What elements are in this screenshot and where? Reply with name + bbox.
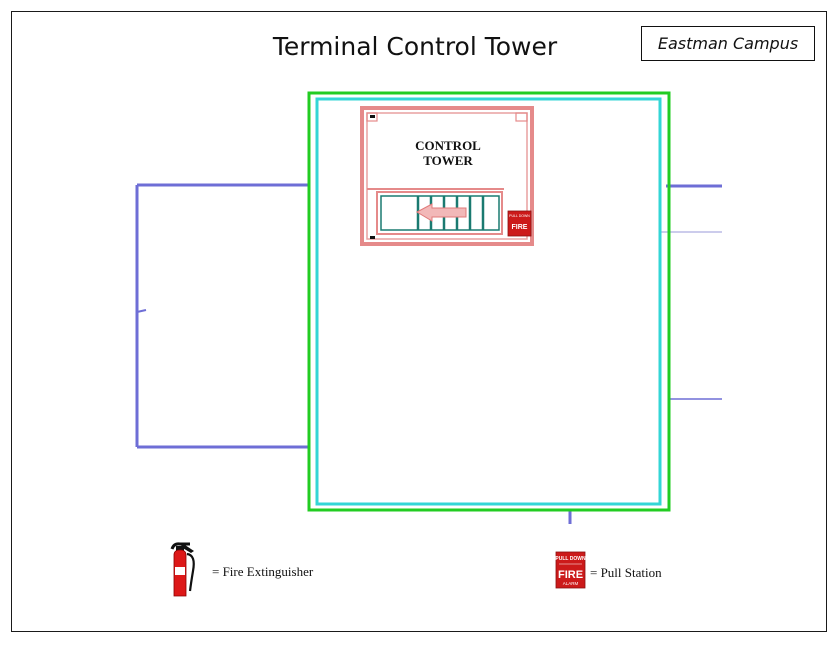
stair-direction-arrow-icon [415,203,467,222]
room-label-line2: TOWER [423,153,473,168]
page-frame [11,11,827,632]
door-mark-left [136,309,147,313]
room-label-line1: CONTROL [415,138,481,153]
legend-pull-station-label: = Pull Station [590,565,662,580]
svg-text:ALARM: ALARM [563,581,579,586]
room-wall-inner [366,112,528,240]
pull-station-icon: PULL DOWN FIRE [507,210,532,237]
svg-text:PULL DOWN: PULL DOWN [509,214,530,218]
legend-pull-station-icon: PULL DOWN FIRE ALARM [555,551,586,589]
room-wall-outer [360,106,534,246]
inner-wall [315,97,662,506]
control-tower-room: CONTROL TOWER [360,106,534,246]
svg-text:PULL DOWN: PULL DOWN [555,556,586,562]
corridor-lines [135,183,722,524]
outer-wall [307,91,671,512]
legend-fire-extinguisher-label: = Fire Extinguisher [212,564,314,579]
page-title: Terminal Control Tower [272,32,558,61]
svg-text:FIRE: FIRE [558,569,583,581]
campus-label: Eastman Campus [641,26,815,61]
stair-outline [380,195,500,231]
fire-extinguisher-icon [170,542,195,597]
svg-text:FIRE: FIRE [512,224,528,231]
